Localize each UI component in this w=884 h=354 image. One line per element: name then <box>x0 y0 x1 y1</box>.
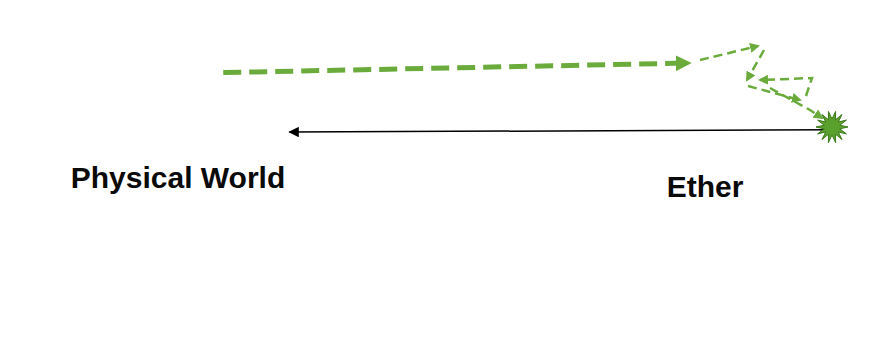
world-circle: Physical World <box>4 8 352 348</box>
dashed-arrow <box>223 63 688 73</box>
node-label: Physical World <box>67 160 290 196</box>
return-arrow <box>289 130 832 132</box>
zigzag-arrow <box>747 50 764 80</box>
starburst <box>816 111 848 142</box>
zigzag-arrow <box>770 88 822 118</box>
zigzag-arrow <box>760 78 812 96</box>
node-label: Ether <box>663 169 748 205</box>
ether-globe: Ether <box>538 10 880 352</box>
zigzag-arrow <box>748 86 800 100</box>
zigzag-arrow <box>700 46 758 60</box>
